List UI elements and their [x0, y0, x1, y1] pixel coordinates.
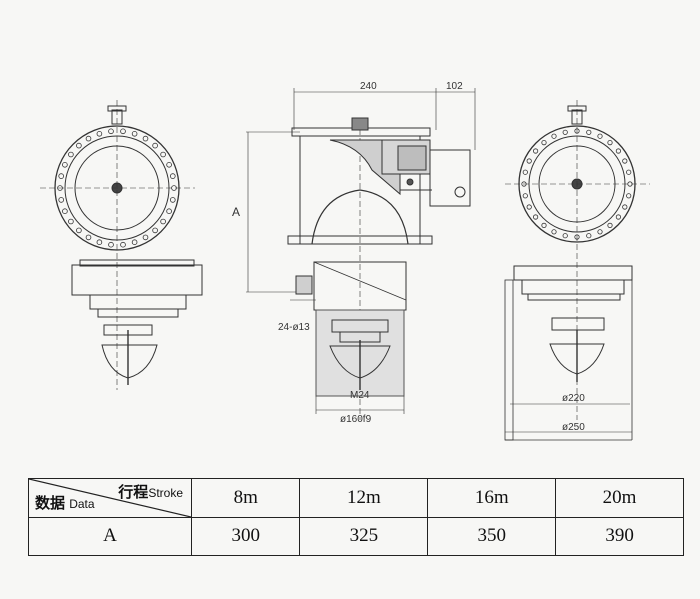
dim-diameter-250: ø250	[562, 422, 585, 433]
value-cell: 390	[555, 516, 684, 556]
bolt-hole	[76, 142, 82, 149]
bolt-hole	[58, 173, 64, 179]
right-view: ø220 ø250	[504, 100, 650, 441]
bolt-hole	[597, 229, 603, 235]
diagonal-header-cell: 行程Stroke 数据 Data	[28, 478, 192, 518]
bolt-hole	[62, 208, 68, 215]
bolt-hole	[120, 128, 126, 135]
header-stroke-label: 行程Stroke	[118, 484, 183, 501]
bolt-hole	[615, 148, 622, 154]
diagonal-divider	[29, 479, 191, 517]
dim-bolt-holes: 24-ø13	[278, 322, 310, 333]
bolt-hole	[541, 140, 547, 146]
middle-section-view: 240 102 A 24-ø13 M24 ø160f9	[232, 81, 476, 425]
bolt-hole	[68, 151, 74, 158]
bolt-hole	[142, 135, 149, 142]
bolt-hole	[597, 133, 603, 139]
bolt-hole	[152, 142, 158, 149]
stroke-cell: 8m	[190, 478, 301, 518]
bolt-hole	[85, 234, 92, 241]
row-label-cell: A	[28, 516, 192, 556]
bolt-hole	[96, 131, 103, 137]
bolt-hole	[522, 169, 528, 175]
bolt-hole	[607, 140, 613, 146]
dim-diameter-220: ø220	[562, 393, 585, 404]
dim-shaft-diameter: ø160f9	[340, 414, 372, 425]
bolt-hole	[166, 162, 172, 168]
table-header-row: 行程Stroke 数据 Data 8m 12m 16m 20m	[28, 478, 684, 518]
bolt-hole	[622, 204, 628, 210]
bolt-hole	[120, 241, 126, 248]
bolt-hole	[626, 193, 632, 199]
bolt-hole	[171, 185, 177, 191]
bolt-hole	[57, 185, 63, 191]
bolt-hole	[85, 135, 92, 142]
value-cell: 325	[299, 516, 429, 556]
bolt-hole	[607, 222, 613, 228]
bolt-hole	[68, 218, 74, 225]
bolt-hole	[166, 208, 172, 215]
header-data-label: 数据 Data	[35, 494, 95, 512]
dim-102: 102	[446, 81, 463, 92]
stroke-cell: 20m	[555, 478, 684, 518]
stroke-cell: 16m	[427, 478, 557, 518]
bolt-hole	[586, 233, 592, 239]
bolt-hole	[108, 128, 114, 135]
bolt-hole	[626, 169, 632, 175]
bolt-hole	[574, 128, 580, 134]
bolt-hole	[131, 131, 138, 137]
bolt-hole	[627, 181, 633, 187]
bolt-hole	[562, 233, 568, 239]
dim-thread: M24	[350, 390, 370, 401]
bolt-hole	[574, 234, 580, 240]
dim-240: 240	[360, 81, 377, 92]
bolt-hole	[526, 204, 532, 210]
bolt-hole	[62, 162, 68, 168]
bolt-hole	[522, 193, 528, 199]
engineering-drawing: 240 102 A 24-ø13 M24 ø160f9	[40, 81, 650, 441]
left-view	[40, 100, 203, 390]
bolt-hole	[532, 148, 539, 154]
bolt-hole	[562, 129, 568, 135]
bolt-hole	[622, 158, 628, 164]
value-cell: 300	[190, 516, 301, 556]
bolt-hole	[541, 222, 547, 228]
bolt-hole	[615, 214, 622, 220]
dim-a: A	[232, 205, 240, 219]
bolt-hole	[108, 241, 114, 248]
bolt-hole	[170, 173, 176, 179]
bolt-hole	[131, 239, 138, 246]
bolt-hole	[586, 129, 592, 135]
bolt-hole	[58, 197, 64, 203]
table-row: A 300 325 350 390	[28, 516, 684, 556]
value-cell: 350	[427, 516, 557, 556]
bolt-hole	[170, 197, 176, 203]
bolt-hole	[96, 239, 103, 246]
bolt-hole	[521, 181, 527, 187]
bolt-hole	[532, 214, 539, 220]
bolt-hole	[551, 133, 557, 139]
stroke-spec-table: 行程Stroke 数据 Data 8m 12m 16m 20m A 300 32…	[28, 478, 684, 556]
bolt-hole	[526, 158, 532, 164]
bolt-hole	[160, 151, 166, 158]
stroke-cell: 12m	[299, 478, 429, 518]
bolt-hole	[142, 234, 149, 241]
bolt-hole	[76, 227, 82, 234]
bolt-hole	[551, 229, 557, 235]
bolt-hole	[160, 218, 166, 225]
bolt-hole	[152, 227, 158, 234]
